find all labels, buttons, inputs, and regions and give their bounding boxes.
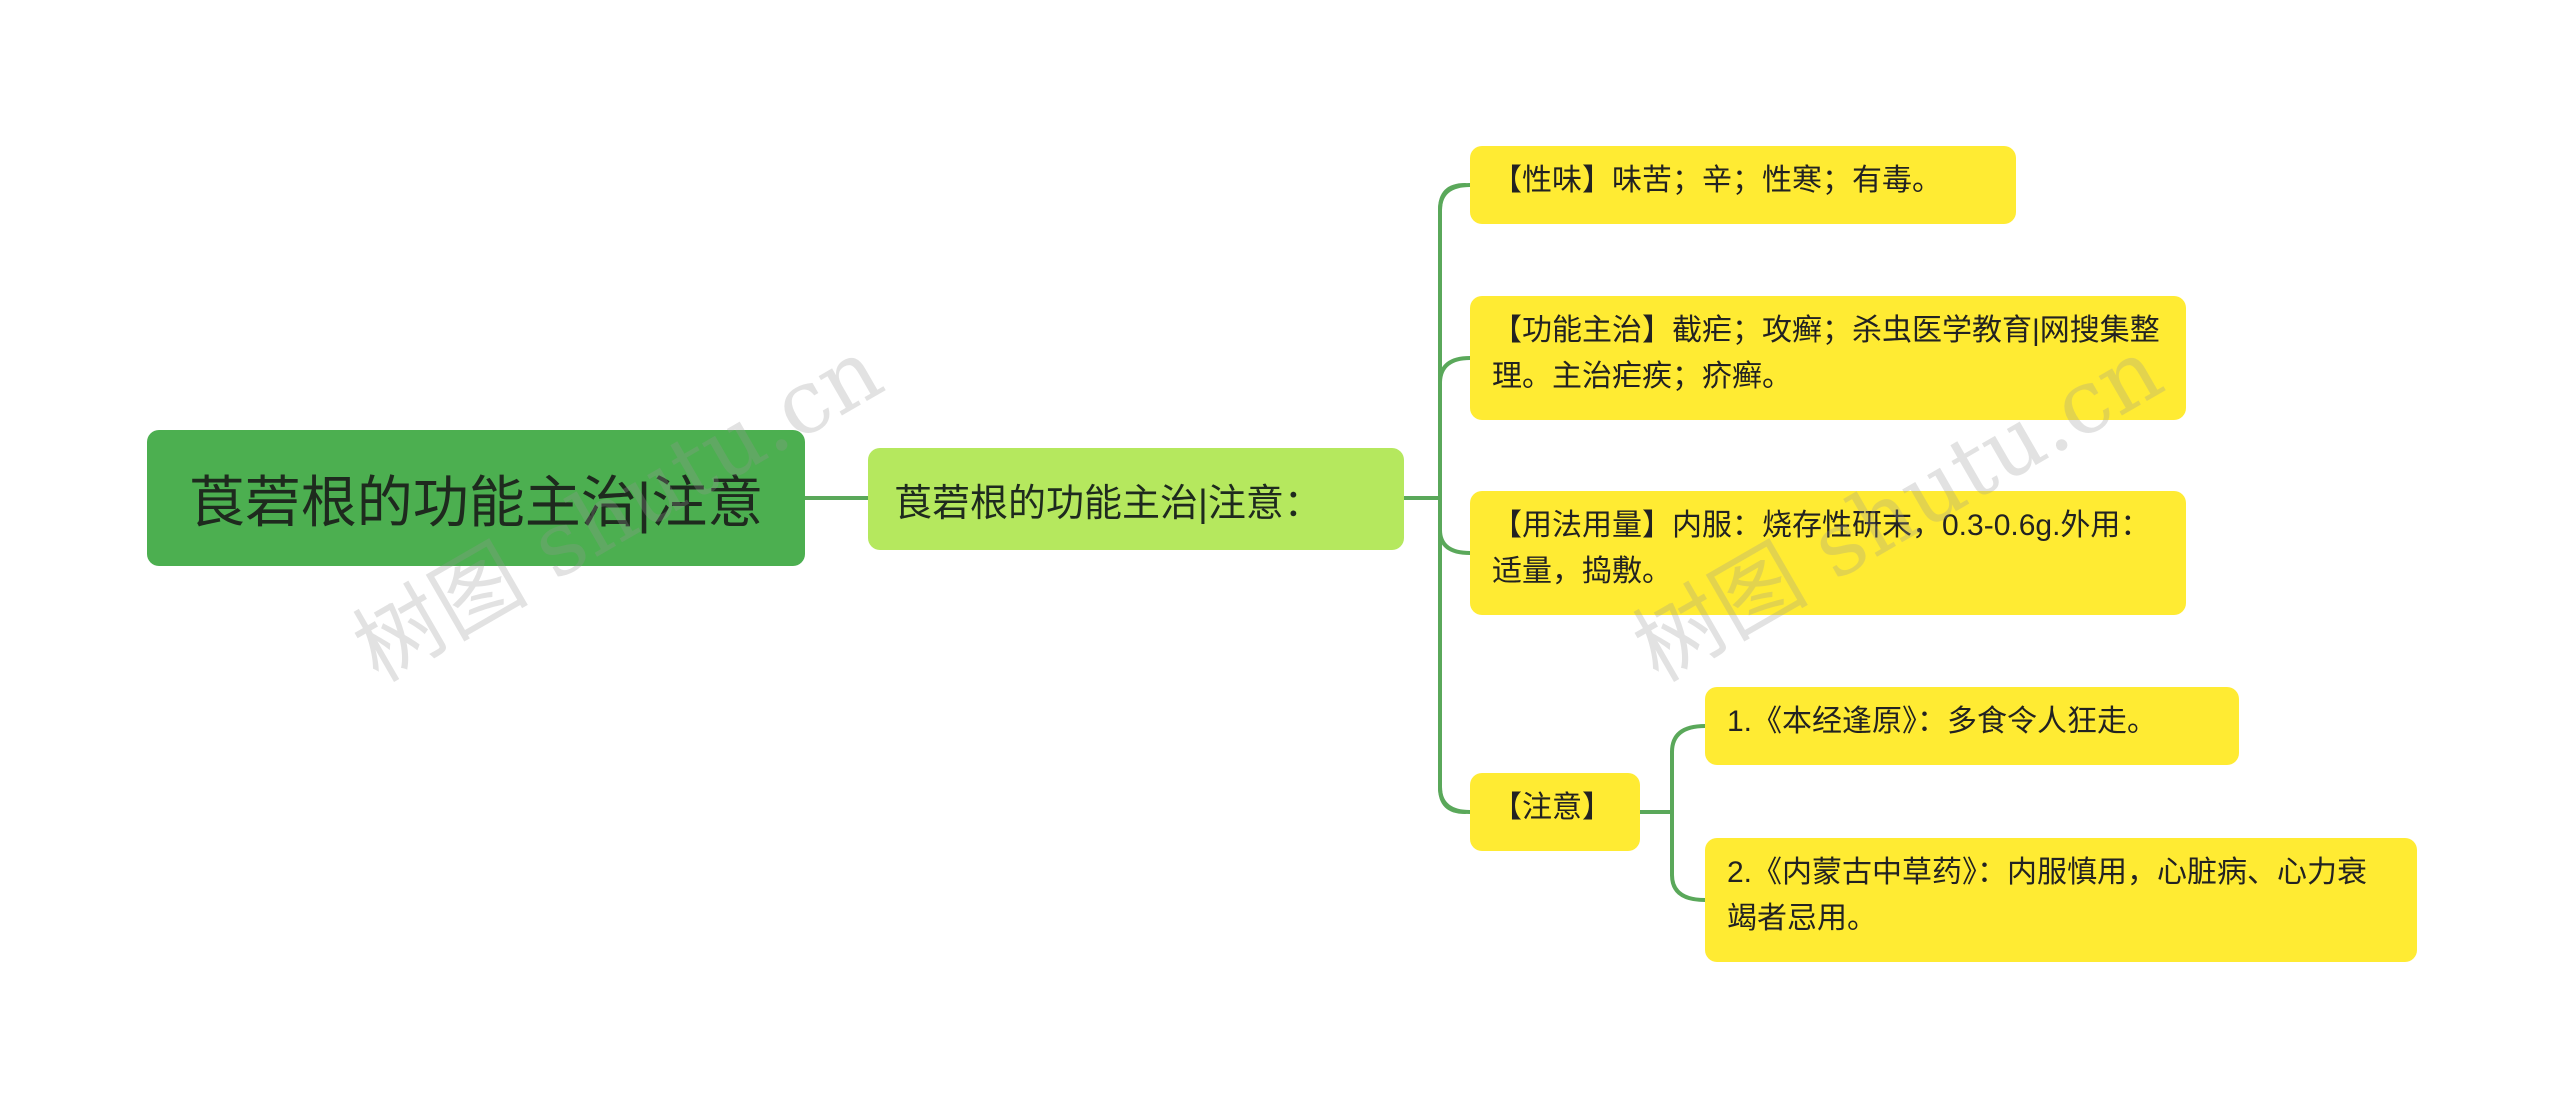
branch-trunk: [1438, 183, 1467, 814]
root-topic[interactable]: 莨菪根的功能主治|注意: [147, 430, 805, 566]
branch-connector-2: [1438, 356, 1472, 385]
branch-connector-4: [1438, 785, 1472, 814]
subtopic[interactable]: 莨菪根的功能主治|注意：: [868, 448, 1404, 550]
branch-connector-1: [1438, 183, 1472, 212]
caution-item-1[interactable]: 1.《本经逢原》：多食令人狂走。: [1705, 687, 2239, 765]
property-taste-node[interactable]: 【性味】味苦；辛；性寒；有毒。: [1470, 146, 2016, 224]
branch-connector-3: [1438, 528, 1472, 555]
usage-dosage-node[interactable]: 【用法用量】内服：烧存性研末，0.3-0.6g.外用：适量，捣敷。: [1470, 491, 2186, 615]
note-child-connector-2: [1670, 873, 1707, 902]
caution-item-2[interactable]: 2.《内蒙古中草药》：内服慎用，心脏病、心力衰竭者忌用。: [1705, 838, 2417, 962]
note-child-connector-1: [1670, 724, 1707, 754]
caution-node[interactable]: 【注意】: [1470, 773, 1640, 851]
function-indication-node[interactable]: 【功能主治】截疟；攻癣；杀虫医学教育|网搜集整理。主治疟疾；疥癣。: [1470, 296, 2186, 420]
